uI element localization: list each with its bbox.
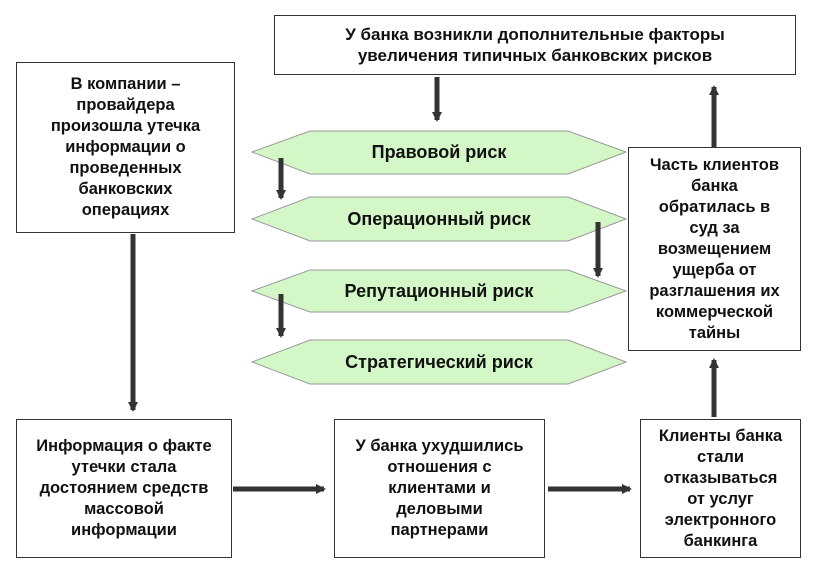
risk-label-reputational: Репутационный риск [344, 280, 534, 301]
risk-hexagon-legal [250, 130, 628, 175]
provider-leak-box: В компании – провайдера произошла утечка… [16, 62, 235, 233]
relations-box: У банка ухудшились отношения с клиентами… [334, 419, 545, 558]
risk-label-operational: Операционный риск [347, 208, 531, 229]
risk-hexagon-operational [250, 196, 628, 242]
risk-hexagon-strategic [250, 339, 628, 385]
bank-factors-box: У банка возникли дополнительные факторы … [274, 15, 796, 75]
media-text: Информация о факте утечки стала достояни… [36, 437, 212, 539]
media-box: Информация о факте утечки стала достояни… [16, 419, 232, 558]
court-text: Часть клиентов банка обратилась в суд за… [649, 155, 780, 342]
court-box: Часть клиентов банка обратилась в суд за… [628, 147, 801, 351]
clients-refuse-box: Клиенты банка стали отказываться от услу… [640, 419, 801, 558]
provider-leak-text: В компании – провайдера произошла утечка… [50, 75, 201, 219]
relations-text: У банка ухудшились отношения с клиентами… [355, 437, 524, 539]
clients-refuse-text: Клиенты банка стали отказываться от услу… [658, 426, 783, 550]
risk-label-strategic: Стратегический риск [345, 351, 533, 372]
risk-label-legal: Правовой риск [371, 142, 507, 162]
bank-factors-text: У банка возникли дополнительные факторы … [345, 25, 725, 65]
risk-hexagon-reputational [250, 269, 628, 313]
